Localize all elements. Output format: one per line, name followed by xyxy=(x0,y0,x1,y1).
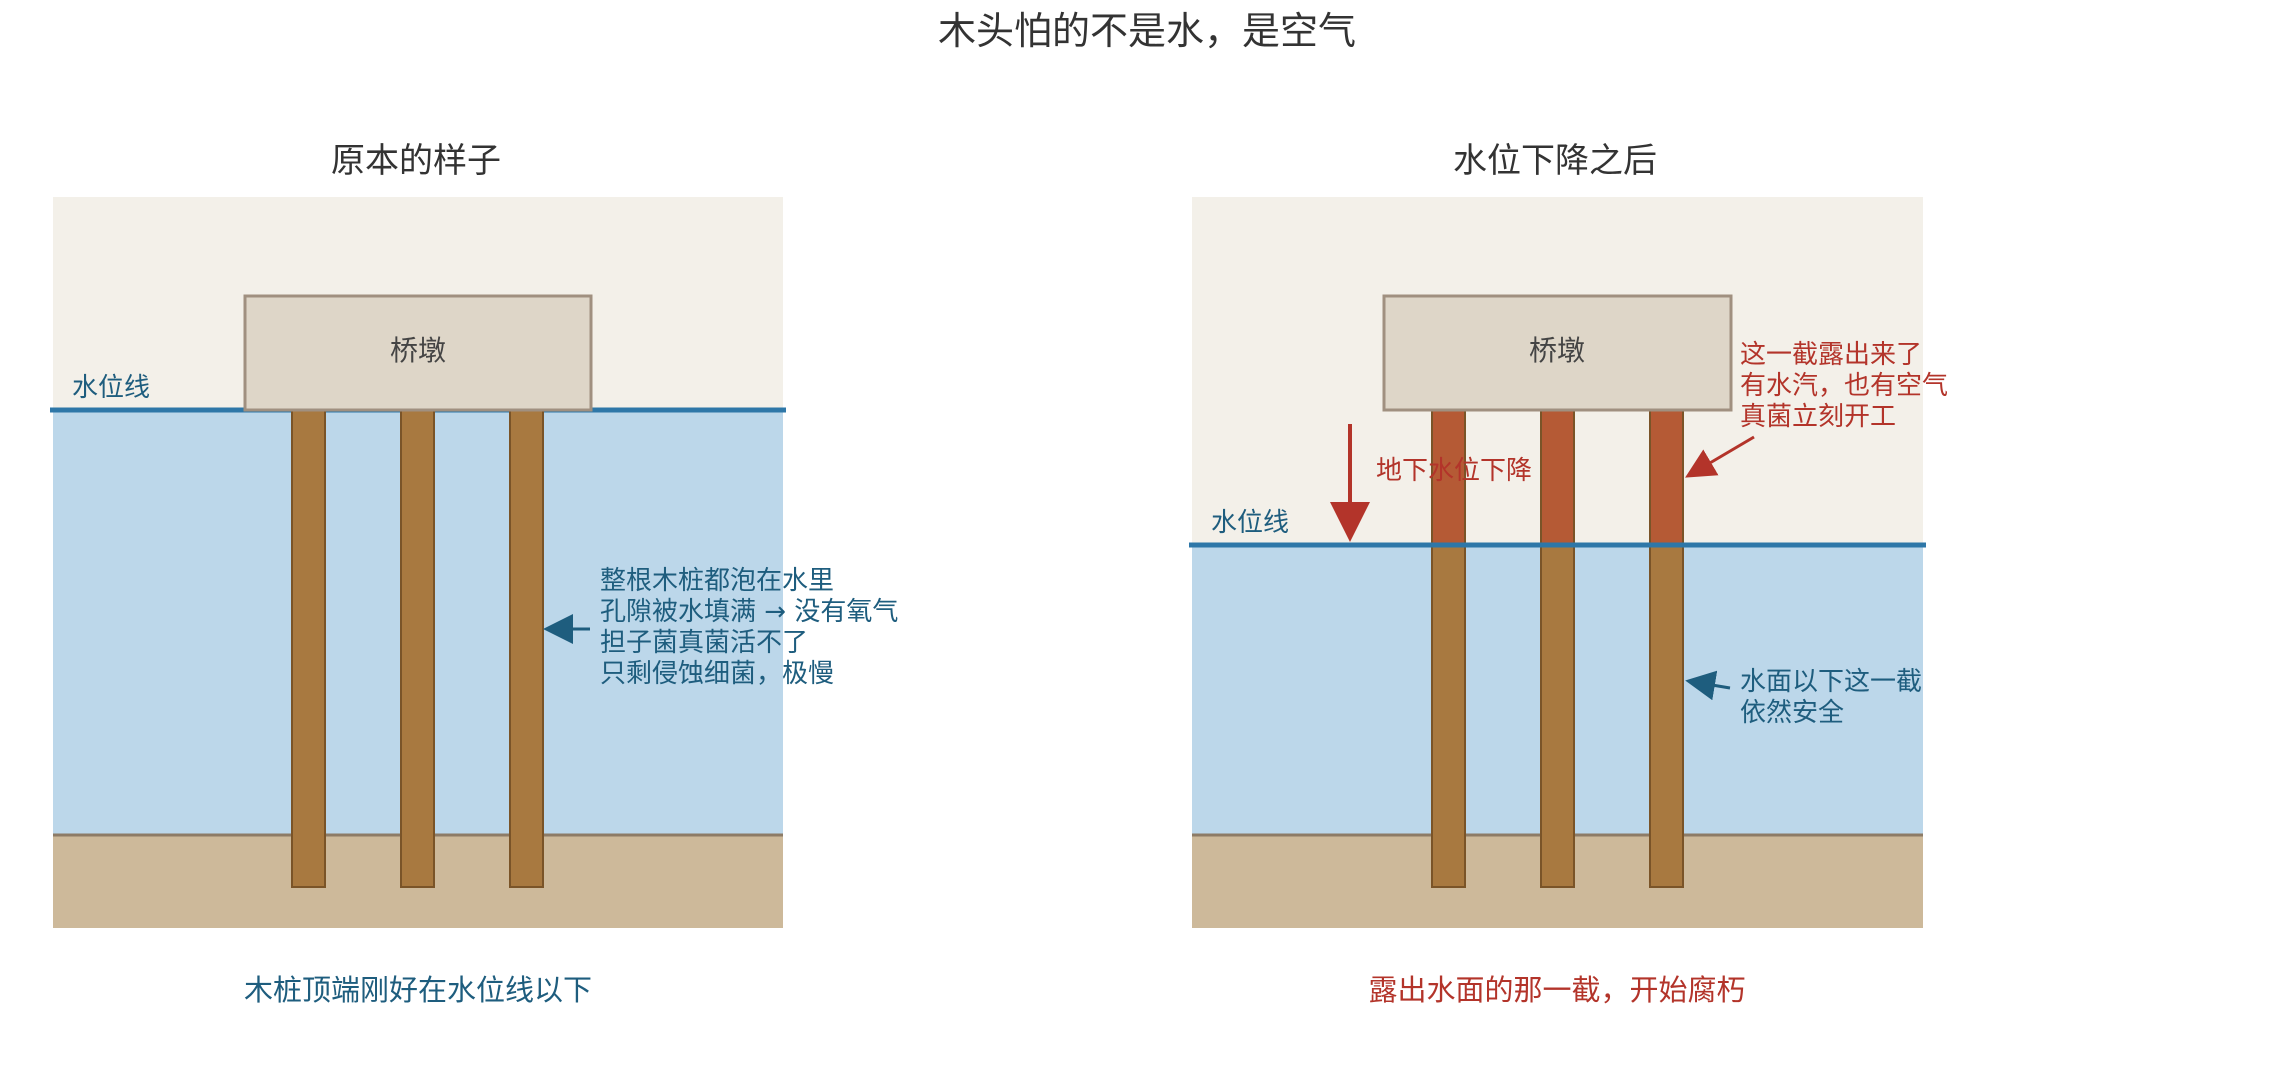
left-note-line-1: 整根木桩都泡在水里 xyxy=(600,566,834,596)
exposed-note: 这一截露出来了 有水汽，也有空气 真菌立刻开工 xyxy=(1740,340,1956,432)
right-pile-3-submerged xyxy=(1650,545,1683,887)
drop-label: 地下水位下降 xyxy=(1376,456,1532,486)
right-panel-title: 水位下降之后 xyxy=(1453,141,1657,181)
left-pile-3 xyxy=(509,409,544,888)
left-note-line-2: 孔隙被水填满 → 没有氧气 xyxy=(600,597,898,627)
left-pile-1 xyxy=(291,409,326,888)
right-pile-2-submerged xyxy=(1541,545,1574,887)
right-pier-label: 桥墩 xyxy=(1529,334,1585,367)
right-water-line-label: 水位线 xyxy=(1211,508,1289,538)
right-pile-1-submerged xyxy=(1432,545,1465,887)
left-note-line-4: 只剩侵蚀细菌，极慢 xyxy=(600,659,834,689)
left-panel-title: 原本的样子 xyxy=(331,141,501,181)
safe-note-arrow xyxy=(1685,670,1731,701)
left-water-line-label: 水位线 xyxy=(72,373,150,403)
left-pier-label: 桥墩 xyxy=(390,334,446,367)
exposed-note-line-2: 有水汽，也有空气 xyxy=(1740,371,1948,401)
left-pile-2 xyxy=(400,409,435,888)
left-panel: 原本的样子 水位线 桥墩 整根木桩都泡在水里 孔隙被水填满 → 没有氧气 担子菌… xyxy=(50,141,907,1007)
right-pile-1-exposed xyxy=(1432,410,1465,545)
right-pier xyxy=(1382,294,1733,412)
right-panel: 水位下降之后 水位线 桥墩 地下水位下降 这一截露出来了 有水汽，也有空气 真菌… xyxy=(1189,141,1956,1007)
safe-note-line-1: 水面以下这一截 xyxy=(1740,667,1922,697)
safe-note-line-2: 依然安全 xyxy=(1740,698,1844,728)
main-title: 木头怕的不是水，是空气 xyxy=(938,9,1356,53)
exposed-note-arrow xyxy=(1685,435,1755,478)
right-caption: 露出水面的那一截，开始腐朽 xyxy=(1368,973,1745,1007)
exposed-note-line-3: 真菌立刻开工 xyxy=(1740,402,1896,432)
left-caption: 木桩顶端刚好在水位线以下 xyxy=(244,973,592,1007)
safe-note: 水面以下这一截 依然安全 xyxy=(1740,667,1930,728)
left-note-line-3: 担子菌真菌活不了 xyxy=(600,628,808,658)
left-note: 整根木桩都泡在水里 孔隙被水填满 → 没有氧气 担子菌真菌活不了 只剩侵蚀细菌，… xyxy=(600,566,907,689)
exposed-note-line-1: 这一截露出来了 xyxy=(1740,340,1922,370)
left-pier xyxy=(243,294,593,412)
right-pile-3-exposed xyxy=(1650,410,1683,545)
right-pile-2-exposed xyxy=(1541,410,1574,545)
